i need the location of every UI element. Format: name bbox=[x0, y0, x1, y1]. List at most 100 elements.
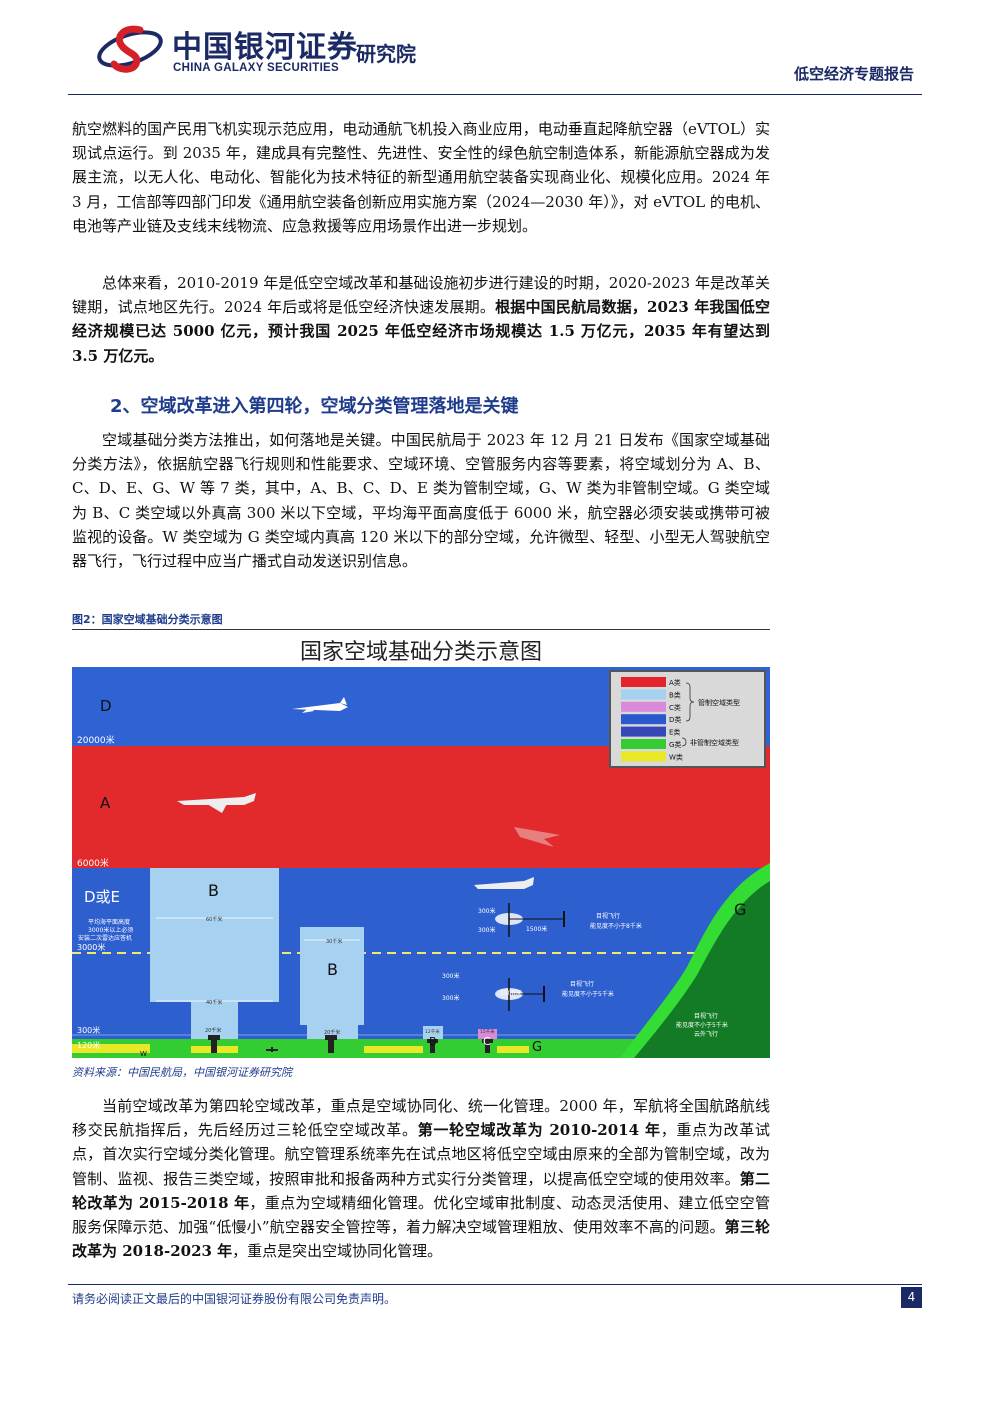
vfr2-clearance-lower: 300米 bbox=[442, 994, 459, 1002]
zone-d-label: D bbox=[100, 697, 112, 715]
b-zone-3 bbox=[423, 1026, 443, 1039]
width-20km-label-1: 20千米 bbox=[205, 1027, 221, 1034]
legend-label-2: C类 bbox=[669, 703, 681, 712]
altitude-120-label: 120米 bbox=[77, 1040, 100, 1050]
figure-title: 国家空域基础分类示意图 bbox=[299, 640, 542, 665]
legend-controlled-label: 管制空域类型 bbox=[698, 698, 740, 707]
legend-label-5: G类 bbox=[669, 740, 681, 749]
company-name-en: CHINA GALAXY SECURITIES bbox=[173, 62, 340, 74]
legend-uncontrolled-label: 非管制空域类型 bbox=[690, 738, 739, 747]
transponder-note-line2: 3000米以上必须 bbox=[88, 926, 133, 934]
zone-b3-label: B bbox=[429, 1035, 437, 1048]
disclaimer: 请务必阅读正文最后的中国银河证券股份有限公司免责声明。 bbox=[72, 1292, 397, 1306]
altitude-6000-label: 6000米 bbox=[77, 857, 109, 869]
legend-label-3: D类 bbox=[669, 715, 681, 724]
vfr2-clearance-upper: 300米 bbox=[442, 972, 459, 980]
legend-label-0: A类 bbox=[669, 678, 681, 687]
altitude-300-label: 300米 bbox=[77, 1025, 100, 1035]
company-logo-icon bbox=[97, 25, 163, 73]
paragraph-4-round2: 第二轮改革为 2015-2018 年 bbox=[72, 1169, 770, 1212]
zone-b1-label: B bbox=[208, 881, 219, 900]
paragraph-4: 当前空域改革为第四轮空域改革，重点是空域协同化、统一化管理。2000 年，军航将… bbox=[72, 1094, 770, 1263]
figure-caption-divider bbox=[72, 629, 770, 630]
width-15km-label: 15千米 bbox=[480, 1028, 495, 1035]
w-zone-4 bbox=[497, 1046, 529, 1053]
legend-swatch-2 bbox=[621, 701, 666, 712]
altitude-20000-label: 20000米 bbox=[77, 734, 115, 746]
g-vfr-visibility: 能见度不小于5千米 bbox=[676, 1021, 728, 1029]
b-zone-1 bbox=[150, 868, 279, 1039]
legend-label-4: E类 bbox=[669, 728, 680, 737]
b-zone-2 bbox=[300, 927, 364, 1039]
company-name-cn: 中国银河证券 bbox=[172, 30, 358, 65]
zone-c-label: C bbox=[483, 1035, 491, 1048]
width-20km-label-2: 20千米 bbox=[324, 1029, 340, 1036]
paragraph-2-text: 总体来看，2010-2019 年是低空空域改革和基础设施初步进行建设的时期，20… bbox=[72, 274, 770, 317]
g-mountain-shadow bbox=[634, 881, 770, 1058]
transponder-note-line1: 平均海平面高度 bbox=[88, 918, 130, 926]
vfr2-label: 目视飞行 bbox=[570, 980, 594, 988]
institute-name: 研究院 bbox=[356, 42, 416, 66]
paragraph-4-intro: 当前空域改革为第四轮空域改革，重点是空域协同化、统一化管理。2000 年，军航将… bbox=[72, 1097, 770, 1140]
fighter-jet-icon bbox=[514, 827, 560, 847]
paragraph-4-round3-detail: ，重点是突出空域协同化管理。 bbox=[232, 1242, 443, 1261]
zone-g-mountain-label: G bbox=[734, 900, 746, 919]
control-tower-icon bbox=[482, 1039, 493, 1053]
legend: A类 B类 C类 D类 E类 G类 W类 管制空域类型 非管制空域类型 bbox=[609, 670, 766, 768]
page-number: 4 bbox=[901, 1287, 922, 1308]
zone-b2-label: B bbox=[327, 960, 338, 979]
paragraph-2-highlight: 根据中国民航局数据，2023 年我国低空经济规模已达 5000 亿元，预计我国 … bbox=[72, 298, 770, 365]
header-divider bbox=[68, 94, 922, 95]
legend-swatch-3 bbox=[621, 714, 666, 725]
legend-swatch-4 bbox=[621, 726, 666, 737]
width-60km-label: 60千米 bbox=[206, 916, 222, 923]
paragraph-4-round1-detail: ，重点为改革试点，首次实行空域分类化管理。航空管理系统率先在试点地区将低空空域由… bbox=[72, 1121, 770, 1188]
transponder-note-line3: 安装二次雷达应答机 bbox=[78, 934, 132, 942]
vfr1-clearance-upper: 300米 bbox=[478, 907, 495, 915]
airliner-icon bbox=[474, 877, 534, 889]
g-vfr-cloud: 云外飞行 bbox=[694, 1030, 718, 1038]
legend-swatch-5 bbox=[621, 739, 666, 749]
figure-source: 资料来源：中国民航局，中国银河证券研究院 bbox=[72, 1066, 292, 1079]
vfr2-horizontal-clearance: 1500米 bbox=[500, 989, 521, 997]
zone-w-label: W bbox=[140, 1050, 147, 1058]
w-zone-3 bbox=[364, 1046, 423, 1053]
c-zone bbox=[478, 1029, 497, 1039]
width-30km-label: 30千米 bbox=[326, 938, 342, 945]
section-title: 2、空域改革进入第四轮，空域分类管理落地是关键 bbox=[110, 396, 519, 417]
legend-label-6: W类 bbox=[669, 752, 683, 761]
airliner-icon bbox=[177, 793, 256, 813]
small-aircraft-icon bbox=[266, 1047, 278, 1052]
paragraph-3: 空域基础分类方法推出，如何落地是关键。中国民航局于 2023 年 12 月 21… bbox=[72, 431, 770, 571]
paragraph-2: 总体来看，2010-2019 年是低空空域改革和基础设施初步进行建设的时期，20… bbox=[72, 271, 770, 368]
legend-swatch-1 bbox=[621, 689, 666, 700]
paragraph-4-round1: 第一轮空域改革为 2010-2014 年 bbox=[417, 1121, 661, 1140]
g-vfr-label: 目视飞行 bbox=[694, 1012, 718, 1020]
zone-a-label: A bbox=[100, 794, 111, 812]
width-12km-label: 12千米 bbox=[425, 1028, 440, 1035]
vfr1-clearance-lower: 300米 bbox=[478, 926, 495, 934]
control-tower-icon bbox=[325, 1035, 337, 1053]
vfr2-visibility: 能见度不小于5千米 bbox=[562, 990, 614, 998]
zone-g-ground-label: G bbox=[532, 1040, 542, 1055]
vfr1-label: 目视飞行 bbox=[596, 912, 620, 920]
legend-swatch-0 bbox=[621, 677, 666, 687]
report-title: 低空经济专题报告 bbox=[793, 65, 914, 83]
width-40km-label: 40千米 bbox=[206, 999, 222, 1006]
figure-caption: 图2：国家空域基础分类示意图 bbox=[72, 613, 223, 626]
control-tower-icon bbox=[208, 1035, 220, 1053]
w-zone-1 bbox=[72, 1044, 150, 1053]
jet-aircraft-icon bbox=[292, 697, 348, 713]
paragraph-4-round2-detail: ，重点为空域精细化管理。优化空域审批制度、动态灵活使用、建立低空空管服务保障示范… bbox=[72, 1193, 770, 1237]
airspace-classification-diagram: 20000米 6000米 3000米 300米 120米 D A D或E B B… bbox=[72, 667, 770, 1058]
vfr1-visibility: 能见度不小于8千米 bbox=[590, 922, 642, 930]
control-tower-icon bbox=[427, 1039, 438, 1053]
legend-label-1: B类 bbox=[669, 690, 681, 699]
footer-divider bbox=[68, 1284, 922, 1285]
legend-swatch-6 bbox=[621, 751, 666, 762]
altitude-3000-label: 3000米 bbox=[77, 942, 105, 952]
vfr1-horizontal-clearance: 1500米 bbox=[526, 925, 547, 933]
paragraph-1: 航空燃料的国产民用飞机实现示范应用，电动通航飞机投入商业应用，电动垂直起降航空器… bbox=[72, 120, 770, 235]
zone-d-or-e-label: D或E bbox=[84, 888, 120, 906]
paragraph-4-round3: 第三轮改革为 2018-2023 年 bbox=[72, 1218, 770, 1261]
